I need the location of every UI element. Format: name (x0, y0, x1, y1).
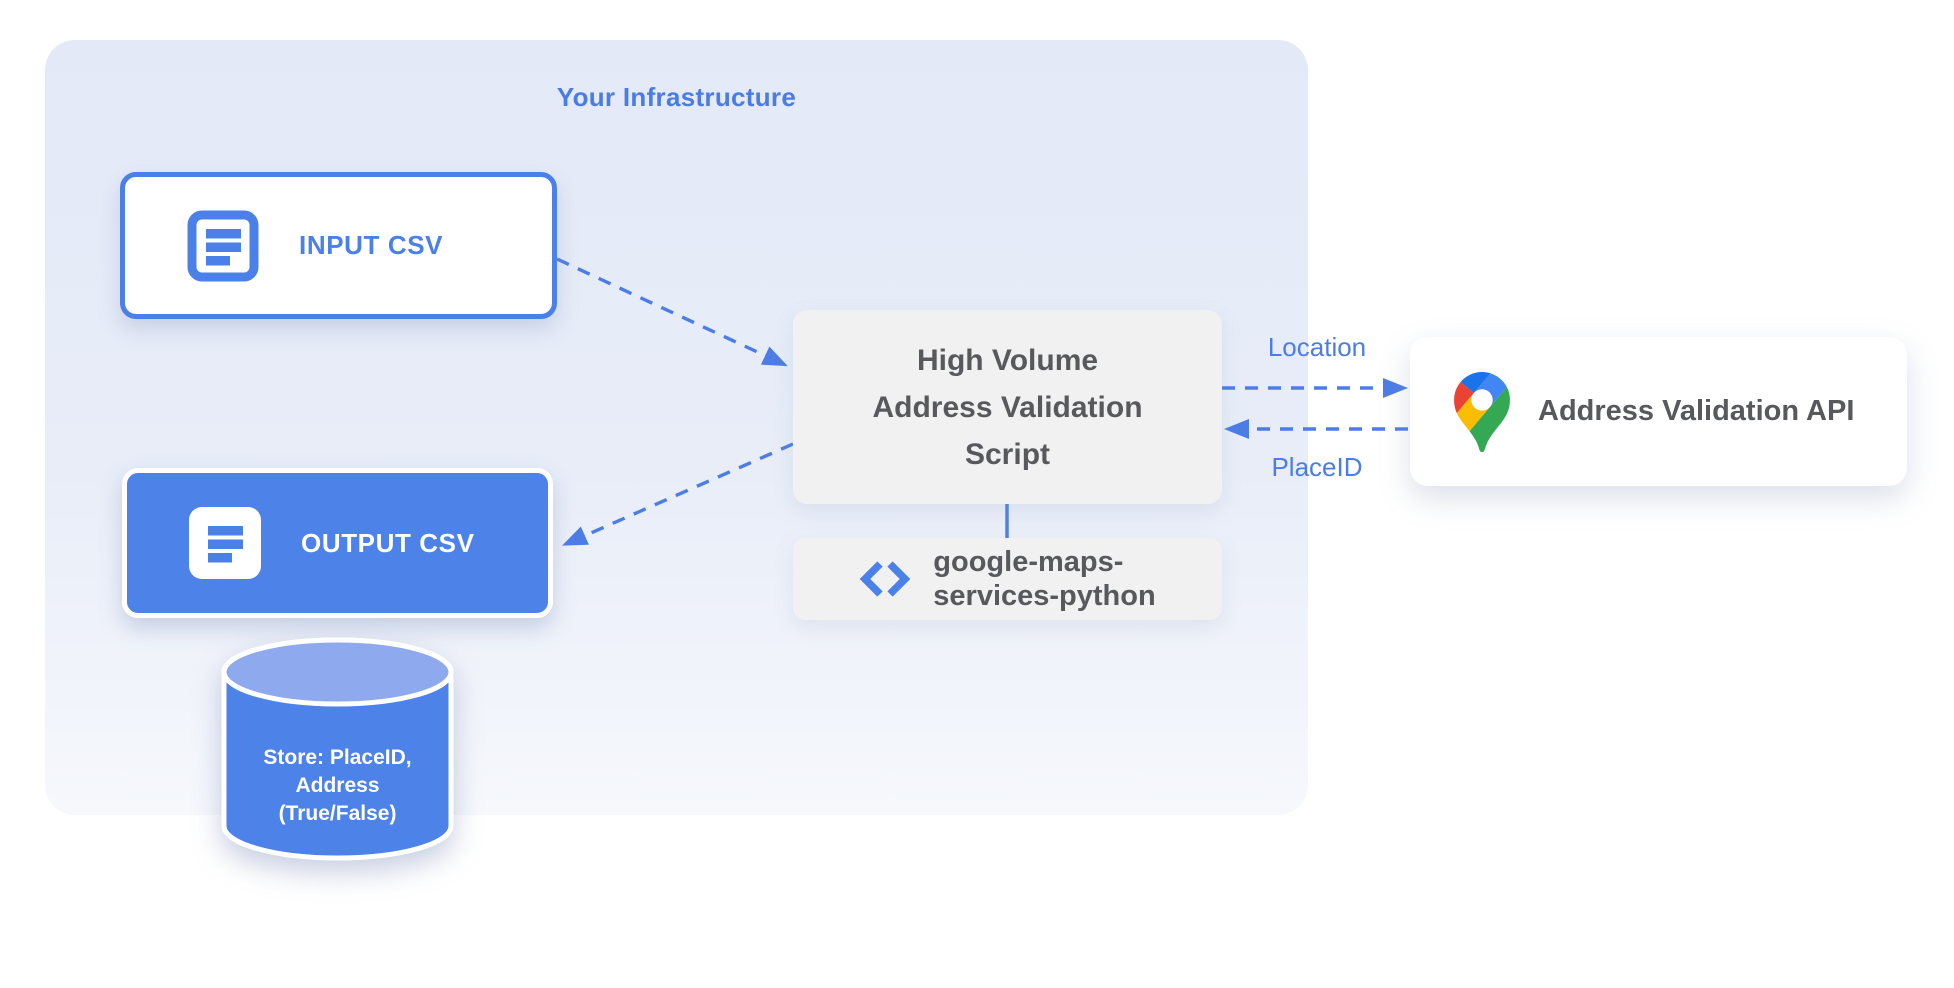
input-csv-label: INPUT CSV (299, 230, 444, 260)
datastore-cylinder: Store: PlaceID, Address (True/False) (218, 634, 457, 868)
script-node: High Volume Address Validation Script (793, 310, 1222, 504)
datastore-label: Store: PlaceID, Address (True/False) (263, 746, 412, 825)
location-edge-label: Location (1267, 332, 1367, 362)
output-csv-node: OUTPUT CSV (122, 468, 553, 618)
google-maps-pin-icon (1454, 371, 1510, 452)
api-card-label: Address Validation API (1538, 395, 1855, 427)
document-icon (187, 210, 259, 281)
input-csv-node: INPUT CSV (120, 172, 557, 319)
document-icon (189, 507, 261, 579)
script-label: High Volume Address Validation Script (872, 343, 1143, 471)
infrastructure-title: Your Infrastructure (556, 82, 797, 112)
output-csv-label: OUTPUT CSV (301, 527, 475, 558)
database-icon (221, 637, 454, 861)
library-label: google-maps- services-python (933, 546, 1156, 612)
code-icon (859, 561, 911, 597)
placeid-edge-label: PlaceID (1271, 452, 1363, 482)
library-node: google-maps- services-python (793, 538, 1222, 620)
api-card: Address Validation API (1410, 337, 1907, 486)
